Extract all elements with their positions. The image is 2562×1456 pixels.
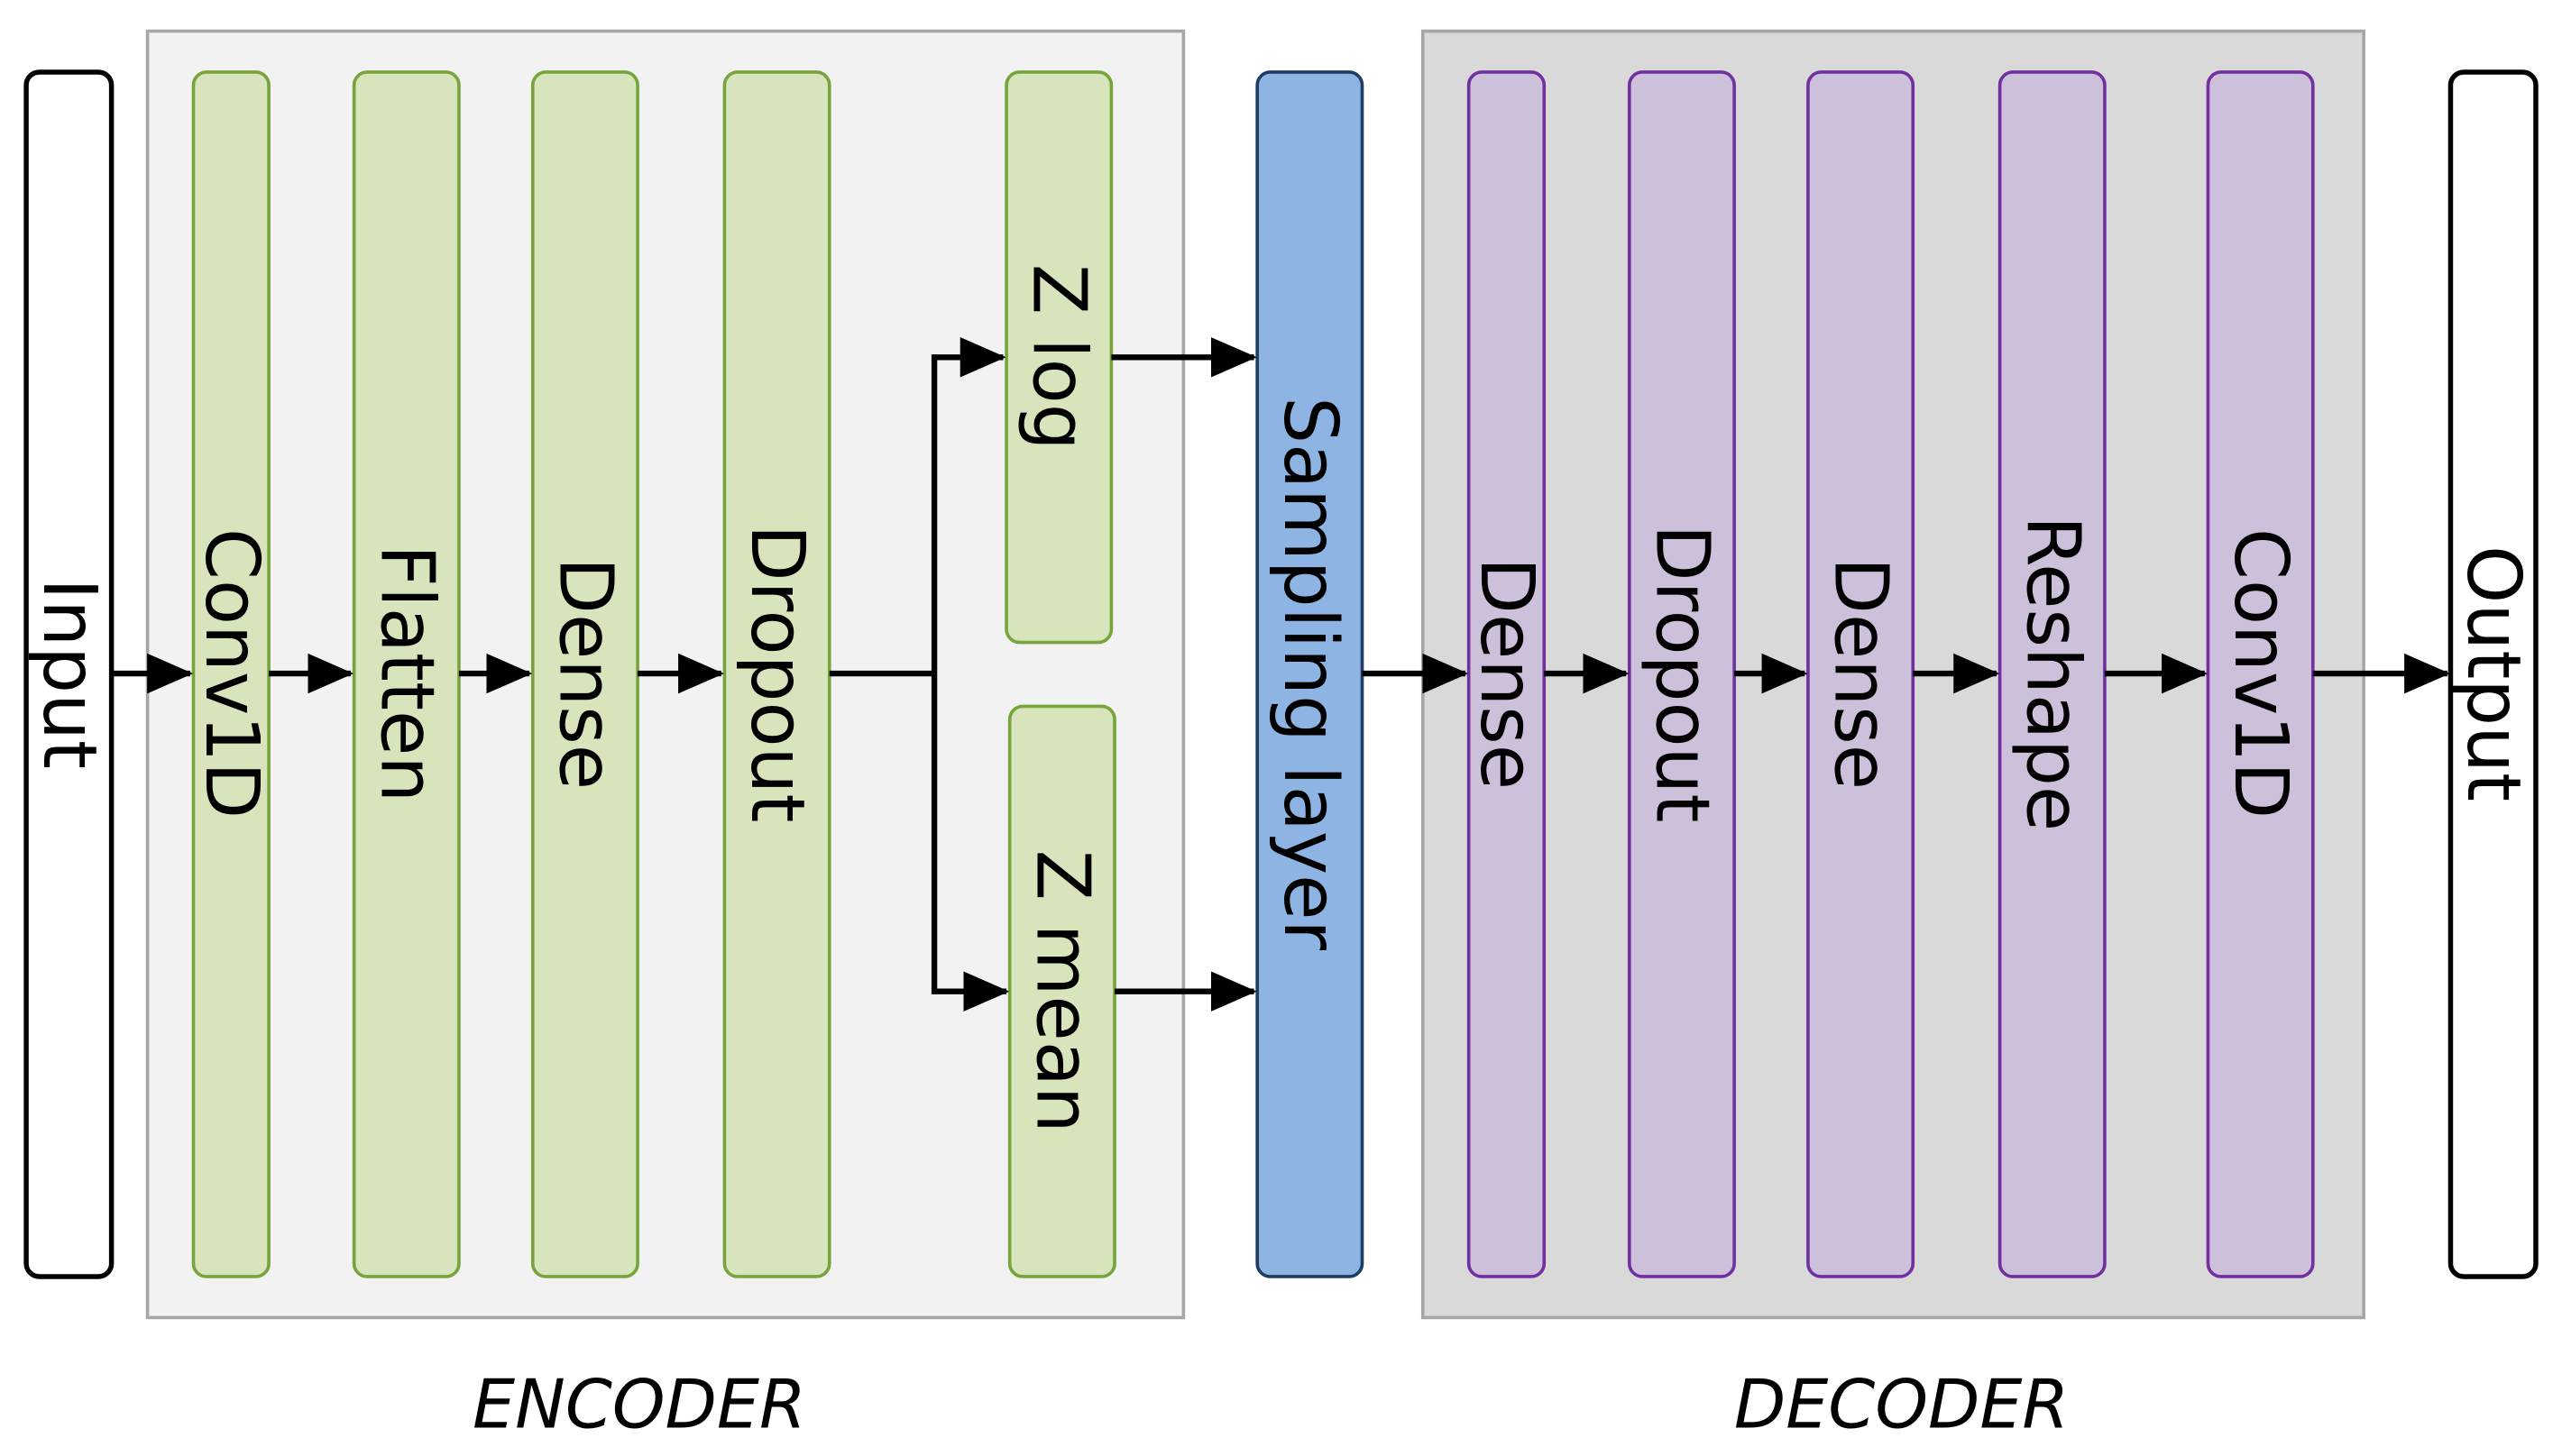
decoder-layer-label: Dense: [1818, 557, 1904, 790]
encoder-layer-dense: Dense: [530, 70, 639, 1278]
encoder-layer-label: Dense: [542, 557, 628, 790]
decoder-title: DECODER: [1734, 1365, 2069, 1443]
decoder-layer-label: Reshape: [2009, 516, 2095, 831]
z-log-label: Z log: [1016, 264, 1102, 451]
output-label: Output: [2450, 545, 2536, 801]
input-block: Input: [23, 69, 115, 1279]
decoder-layer-label: Dropout: [1639, 525, 1724, 823]
z-log-block: Z log: [1005, 70, 1114, 645]
z-mean-label: Z mean: [1019, 850, 1105, 1133]
decoder-layer-dropout: Dropout: [1627, 70, 1736, 1278]
decoder-layer-reshape: Reshape: [1997, 70, 2107, 1278]
encoder-layer-label: Conv1D: [188, 528, 274, 819]
decoder-layer-dense-2: Dense: [1806, 70, 1915, 1278]
encoder-layer-label: Flatten: [363, 545, 449, 802]
arrow-split-zlog: [931, 336, 1006, 674]
z-mean-block: Z mean: [1007, 704, 1116, 1278]
decoder-layer-dense: Dense: [1464, 70, 1549, 1278]
encoder-layer-conv1d: Conv1D: [188, 70, 274, 1278]
encoder-layer-flatten: Flatten: [352, 70, 461, 1278]
arrow-split-zmean: [931, 673, 1010, 1012]
encoder-title: ENCODER: [473, 1365, 806, 1443]
input-label: Input: [26, 578, 112, 769]
sampling-layer-block: Sampling layer: [1255, 70, 1364, 1278]
sampling-layer-label: Sampling layer: [1267, 397, 1353, 950]
decoder-layer-label: Conv1D: [2218, 528, 2303, 819]
decoder-layer-label: Dense: [1464, 557, 1549, 790]
output-block: Output: [2447, 69, 2539, 1279]
encoder-layer-dropout: Dropout: [722, 70, 831, 1278]
encoder-layer-label: Dropout: [734, 525, 820, 823]
decoder-layer-conv1d: Conv1D: [2206, 70, 2315, 1278]
